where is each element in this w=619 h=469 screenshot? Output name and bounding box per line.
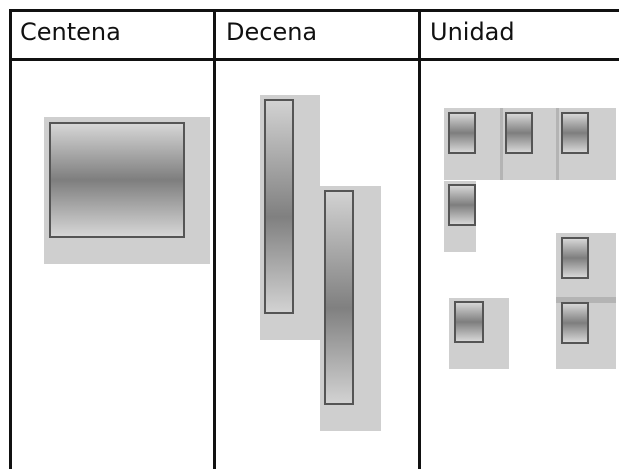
header-centena: Centena — [20, 18, 121, 46]
unit-cube-6 — [561, 302, 589, 344]
unit-cube-7 — [454, 301, 484, 343]
unit-cube-2 — [505, 112, 533, 154]
header-unidad: Unidad — [430, 18, 515, 46]
table-top-border — [9, 9, 619, 12]
unit-cube-5 — [561, 237, 589, 279]
unit-seam-3 — [556, 297, 616, 303]
table-left-border — [9, 9, 12, 469]
header-bottom-border — [9, 58, 619, 61]
unit-cube-4 — [448, 184, 476, 226]
header-decena: Decena — [226, 18, 318, 46]
ten-rod-1 — [264, 99, 294, 314]
column-divider-1 — [213, 9, 216, 469]
hundred-flat-block — [49, 122, 185, 238]
unit-seam-2 — [556, 108, 559, 180]
unit-cube-3 — [561, 112, 589, 154]
ten-rod-2 — [324, 190, 354, 405]
column-divider-2 — [418, 9, 421, 469]
unit-cube-1 — [448, 112, 476, 154]
unit-seam-1 — [500, 108, 503, 180]
